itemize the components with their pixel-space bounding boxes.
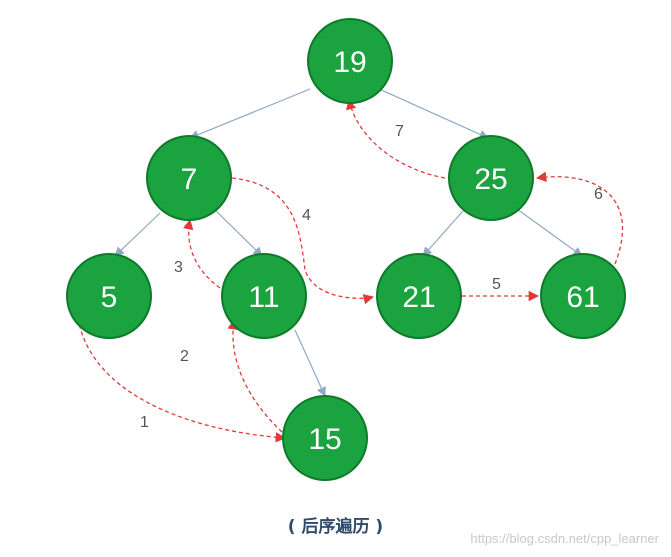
edge-7-11 [214, 209, 263, 257]
node-label: 19 [333, 46, 366, 79]
step-label-1: 1 [140, 414, 149, 431]
traversal-step-6-arrow [535, 171, 624, 265]
edge-25-21 [422, 210, 464, 257]
tree-node-11: 11 [221, 253, 307, 339]
node-label: 21 [402, 281, 435, 314]
diagram-caption: ( 后序遍历 ) [287, 517, 384, 537]
watermark-text: https://blog.csdn.net/cpp_learner [470, 531, 659, 546]
step-label-7: 7 [395, 123, 404, 140]
edge-11-15 [294, 329, 326, 397]
traversal-step-1-arrow [77, 317, 287, 443]
edge-7-5 [114, 212, 161, 257]
traversal-step-7-arrow [345, 98, 446, 179]
node-label: 61 [566, 281, 599, 314]
tree-node-21: 21 [376, 253, 462, 339]
node-label: 25 [474, 163, 507, 196]
tree-node-61: 61 [540, 253, 626, 339]
tree-node-15: 15 [282, 395, 368, 481]
step-label-4: 4 [302, 207, 311, 224]
traversal-step-3-arrow [183, 218, 221, 289]
step-label-3: 3 [174, 259, 183, 276]
tree-node-7: 7 [146, 135, 232, 221]
tree-node-19: 19 [307, 18, 393, 104]
step-label-2: 2 [180, 348, 189, 365]
edge-19-7 [189, 88, 311, 140]
traversal-edges [77, 98, 624, 443]
edge-25-61 [516, 208, 583, 257]
node-label: 7 [181, 163, 198, 196]
node-label: 5 [101, 281, 118, 314]
node-label: 15 [308, 423, 341, 456]
step-label-5: 5 [492, 276, 501, 293]
tree-node-25: 25 [448, 135, 534, 221]
node-label: 11 [248, 281, 279, 314]
tree-node-5: 5 [66, 253, 152, 339]
edge-19-25 [376, 87, 489, 139]
step-labels: 1 2 3 4 5 6 7 [140, 123, 603, 431]
step-label-6: 6 [594, 186, 603, 203]
traversal-step-2-arrow [227, 318, 283, 433]
tree-edges [114, 87, 583, 397]
